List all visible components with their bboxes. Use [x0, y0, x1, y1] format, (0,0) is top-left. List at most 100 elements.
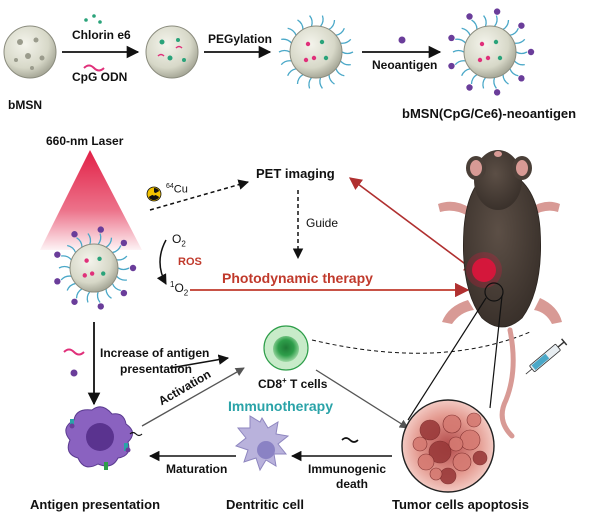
peg-chain: [309, 15, 313, 27]
neoantigen-dot: [97, 303, 104, 310]
arrow-tcell-to-mouse: [311, 331, 531, 354]
cargo-dot: [84, 258, 89, 263]
particle-core: [463, 25, 517, 79]
peg-chain: [509, 68, 519, 77]
tumor-cell: [439, 467, 457, 485]
tumor-cell: [428, 440, 452, 464]
cargo-dot: [101, 271, 106, 276]
tumor-cell: [466, 412, 482, 428]
neoantigen-dot: [518, 75, 525, 82]
arrow-antigen-to-tcell: [169, 354, 230, 369]
laser-beam: [40, 150, 142, 250]
particle-core: [69, 243, 119, 293]
label-chlorin: Chlorin e6: [72, 28, 131, 42]
immunogenic-strand-icon: [341, 437, 359, 443]
label-o2-bottom-symbol: O: [174, 281, 184, 295]
final-nanovaccine-particle: [448, 8, 535, 96]
label-antigen-presentation: Antigen presentation: [30, 497, 161, 512]
arrow-tcell-to-tumor: [315, 369, 409, 429]
label-o2-top-symbol: O: [172, 232, 182, 246]
tumor-cell: [452, 452, 472, 472]
peg-chain: [461, 27, 471, 36]
label-laser: 660-nm Laser: [46, 134, 124, 148]
label-immunotherapy: Immunotherapy: [228, 398, 334, 414]
peg-chain: [483, 15, 487, 27]
peg-chain: [493, 15, 498, 27]
neoantigen-dot-icon: [398, 36, 406, 44]
peg-chain: [515, 51, 528, 55]
chlorin-dots-icon: [84, 14, 102, 24]
peg-chain: [67, 244, 77, 253]
label-bmsn: bMSN: [8, 98, 42, 112]
peg-chain: [340, 38, 352, 44]
peg-chain: [335, 68, 345, 77]
label-isotope: 64Cu: [166, 183, 188, 196]
label-antigen-line2: presentation: [120, 362, 193, 376]
peg-chain: [297, 19, 304, 30]
peg-chain: [296, 73, 304, 85]
bmsn-particle: [3, 25, 57, 79]
neoantigen-dot: [54, 278, 61, 285]
tumor-cell: [412, 436, 428, 452]
label-antigen-line1: Increase of antigen: [100, 346, 210, 360]
label-tcell-sup: +: [282, 376, 287, 385]
label-o2-bottom: 1O2: [170, 280, 188, 297]
cargo-dot: [323, 55, 329, 61]
peg-chain: [87, 233, 92, 245]
label-pegylation: PEGylation: [208, 32, 273, 46]
neoantigen-dot: [466, 84, 473, 91]
cargo-dot: [305, 41, 311, 47]
antigen-presenting-cell: [65, 406, 143, 470]
cargo-dot: [82, 273, 87, 278]
cargo-dot: [477, 57, 483, 63]
peg-chain: [482, 77, 487, 89]
peg-chain: [339, 60, 351, 66]
peg-chain: [76, 237, 83, 248]
peg-chain: [86, 291, 91, 303]
cargo-dot: [497, 55, 503, 61]
label-tcell-post: T cells: [286, 377, 328, 391]
peg-chain: [105, 288, 112, 299]
peg-chain: [75, 288, 83, 299]
peg-chain: [287, 68, 297, 77]
peg-chain: [452, 49, 465, 53]
cpg-legend-icon: [63, 348, 85, 356]
label-guide: Guide: [306, 216, 339, 230]
irradiated-nanovaccine-particle: [54, 226, 137, 310]
peg-chain: [461, 68, 471, 77]
peg-chain: [281, 38, 293, 44]
cargo-dot: [485, 55, 491, 61]
neoantigen-dot: [518, 22, 525, 29]
cargo-dot: [319, 39, 325, 45]
neoantigen-dot: [527, 48, 535, 56]
peg-chain: [502, 19, 510, 31]
label-cpg: CpG ODN: [72, 70, 128, 84]
label-o2-top-sub: 2: [181, 239, 186, 249]
label-isotope-sup: 64: [166, 183, 174, 190]
label-o2-bottom-sub: 2: [183, 288, 189, 298]
neoantigen-dot: [97, 226, 104, 233]
arrow-ros: [156, 239, 167, 285]
label-maturation: Maturation: [166, 462, 228, 476]
peg-chain: [105, 237, 113, 248]
peg-chain: [335, 27, 345, 36]
neoantigen-dot: [493, 89, 501, 96]
arrow-activation: [141, 367, 245, 427]
peg-chain: [116, 275, 127, 281]
peg-chain: [328, 74, 335, 85]
arrow-to-pet: [149, 179, 250, 211]
peg-chain: [61, 255, 72, 261]
tumor-cell: [417, 453, 435, 471]
syringe-icon: [525, 338, 568, 375]
cargo-dot: [311, 55, 317, 61]
neoantigen-dot: [120, 289, 128, 297]
mouse: [438, 150, 562, 439]
neoantigen-dot: [448, 34, 455, 42]
peg-chain: [509, 27, 519, 36]
peg-chain: [97, 233, 102, 245]
neoantigen-dot: [448, 62, 455, 70]
neoantigen-dot: [71, 298, 78, 305]
peg-chain: [60, 275, 72, 281]
peg-chain: [341, 51, 354, 55]
label-tumor-apoptosis: Tumor cells apoptosis: [392, 497, 530, 512]
